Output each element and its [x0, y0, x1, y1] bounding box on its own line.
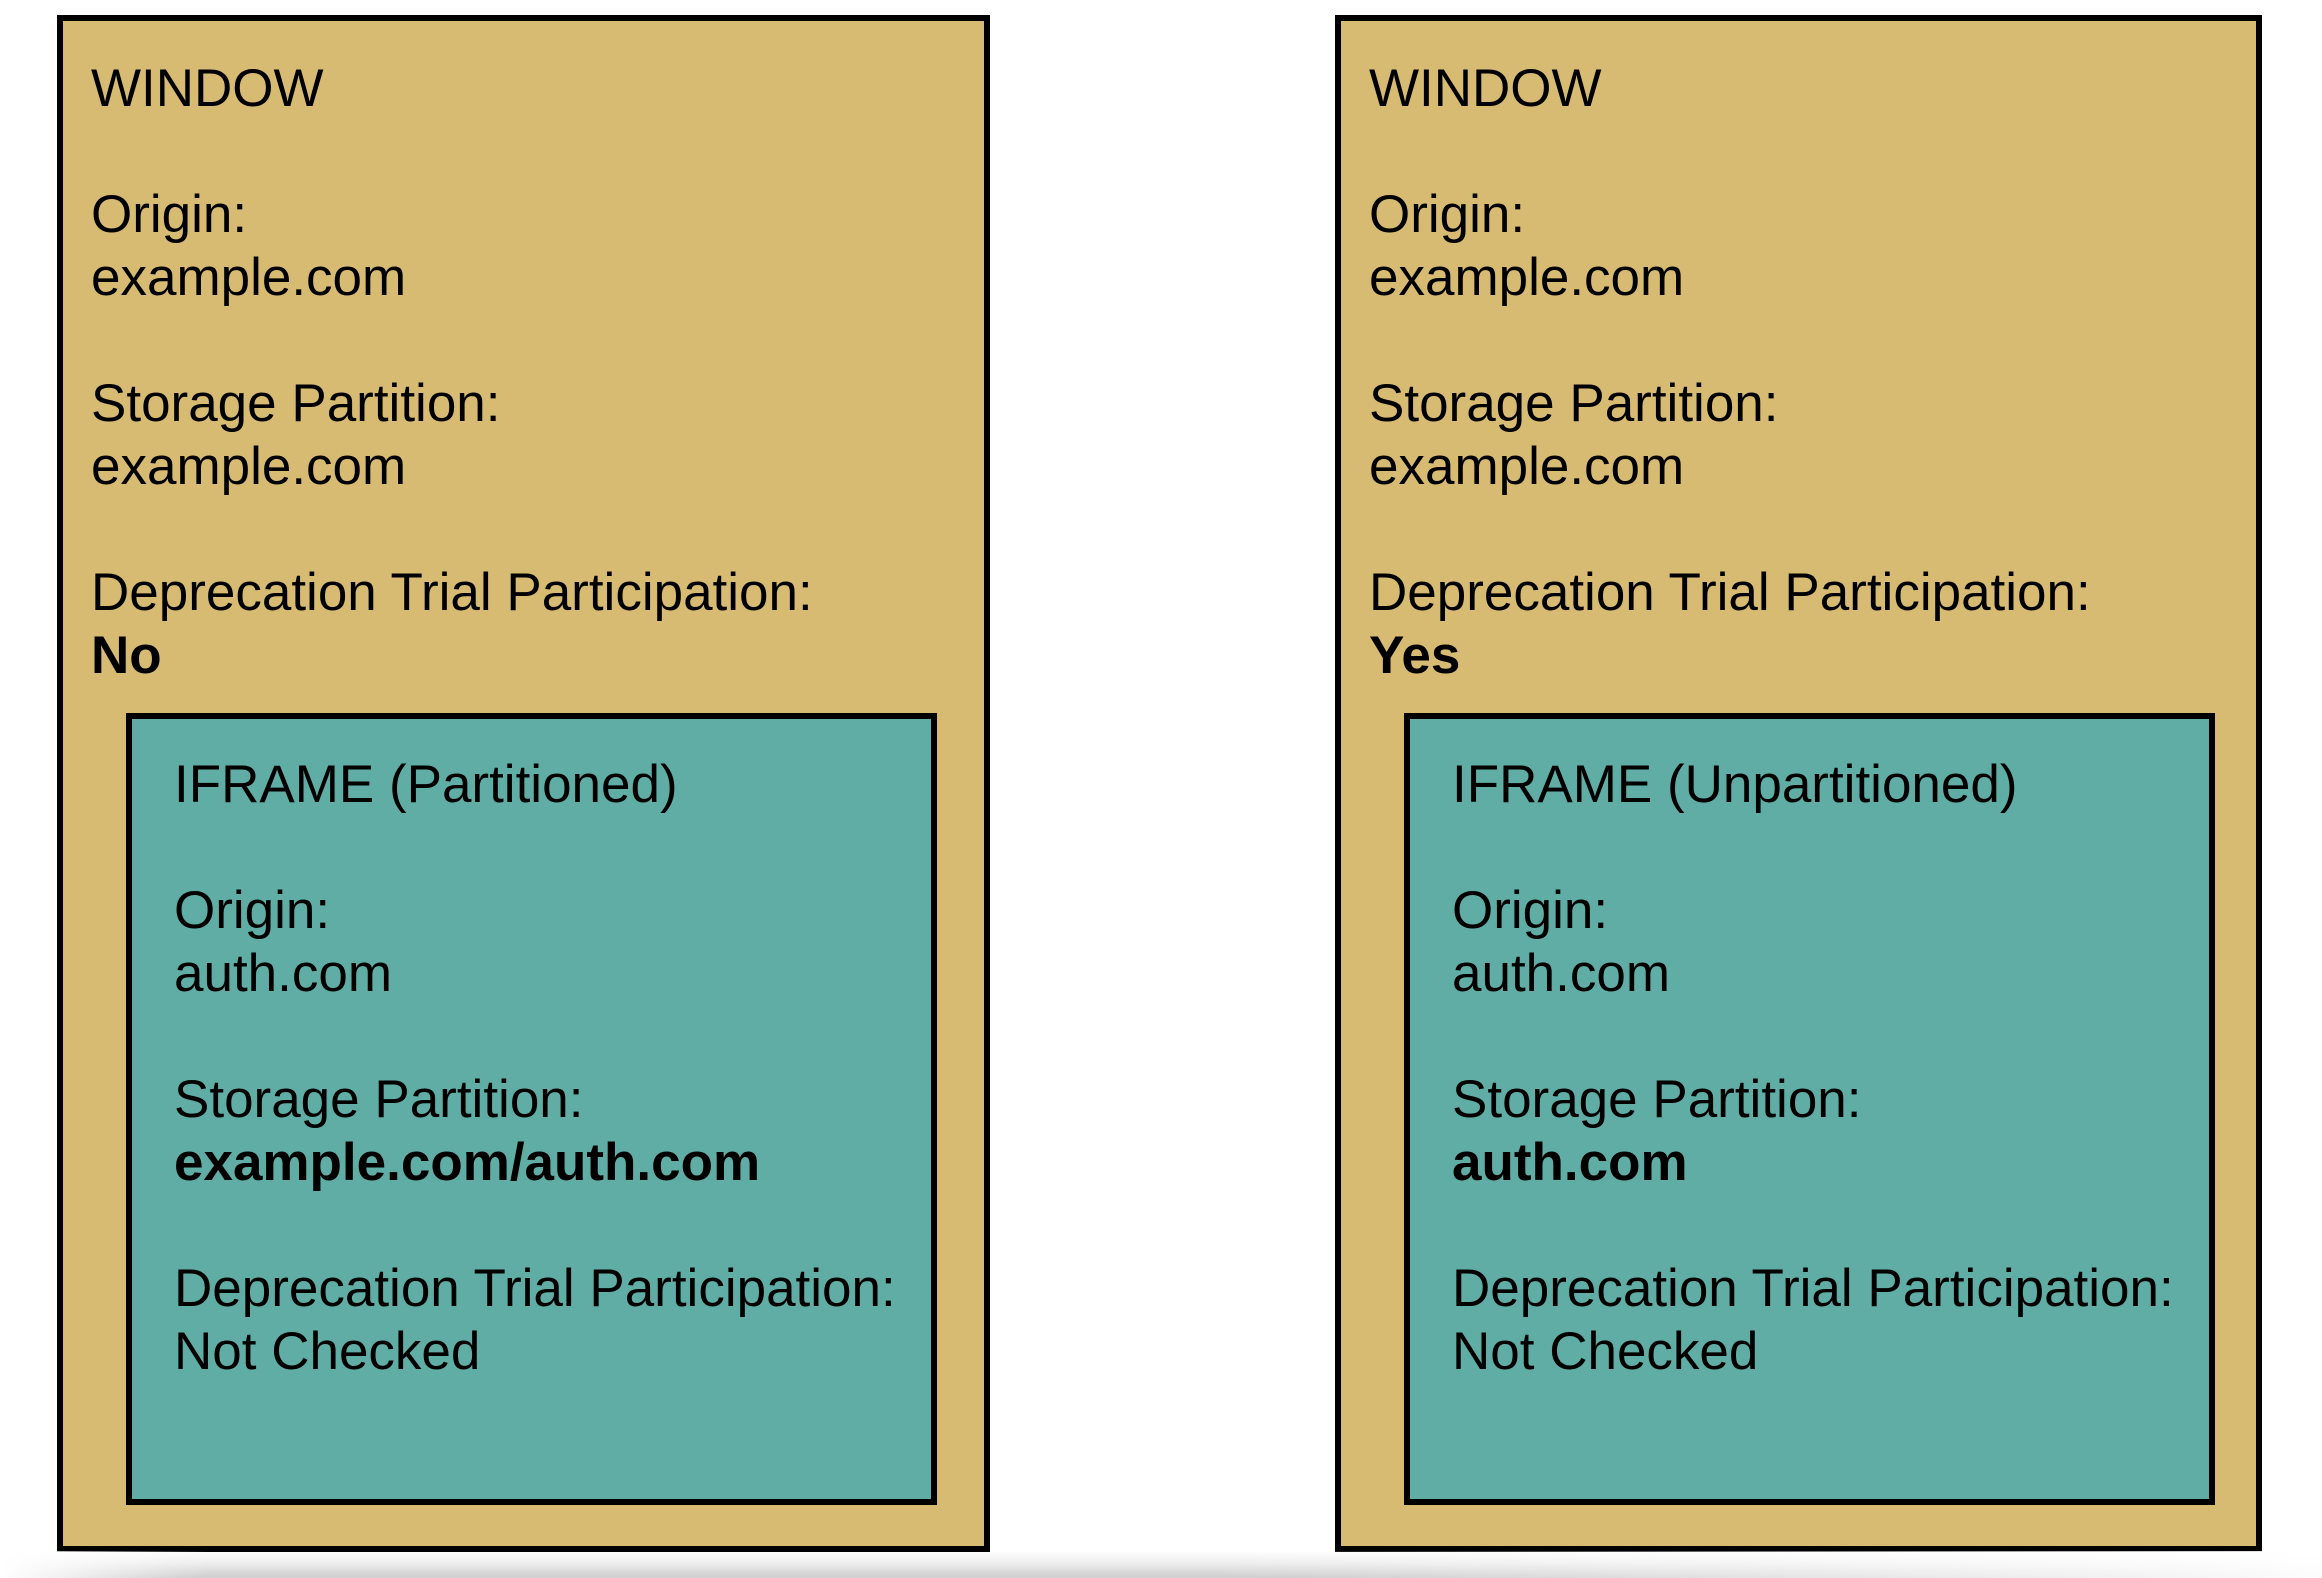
- iframe-content: IFRAME (Unpartitioned) Origin: auth.com …: [1410, 719, 2209, 1383]
- origin-label: Origin:: [91, 185, 248, 244]
- storage-partition-label: Storage Partition:: [174, 1070, 584, 1129]
- storage-partition-field: Storage Partition: example.com: [91, 372, 964, 498]
- window-content: WINDOW Origin: example.com Storage Parti…: [1341, 21, 2256, 687]
- deprecation-trial-field: Deprecation Trial Participation: No: [91, 561, 964, 687]
- storage-partition-label: Storage Partition:: [91, 374, 501, 433]
- iframe-box-partitioned: IFRAME (Partitioned) Origin: auth.com St…: [126, 713, 937, 1505]
- origin-field: Origin: auth.com: [1452, 879, 2189, 1005]
- storage-partition-value: example.com: [1369, 437, 1685, 496]
- deprecation-trial-value: Not Checked: [1452, 1322, 1759, 1381]
- iframe-box-unpartitioned: IFRAME (Unpartitioned) Origin: auth.com …: [1404, 713, 2215, 1505]
- storage-partition-field: Storage Partition: example.com: [1369, 372, 2236, 498]
- window-title: WINDOW: [91, 59, 324, 118]
- iframe-content: IFRAME (Partitioned) Origin: auth.com St…: [132, 719, 931, 1383]
- storage-partition-label: Storage Partition:: [1369, 374, 1779, 433]
- origin-value: auth.com: [1452, 944, 1671, 1003]
- storage-partition-value: example.com: [91, 437, 407, 496]
- deprecation-trial-label: Deprecation Trial Participation:: [174, 1259, 896, 1318]
- storage-partition-label: Storage Partition:: [1452, 1070, 1862, 1129]
- page-bottom-edge-shadow: [0, 1551, 2322, 1578]
- deprecation-trial-field: Deprecation Trial Participation: Yes: [1369, 561, 2236, 687]
- deprecation-trial-field: Deprecation Trial Participation: Not Che…: [174, 1257, 911, 1383]
- origin-value: example.com: [91, 248, 407, 307]
- storage-partition-value: auth.com: [1452, 1133, 1688, 1192]
- origin-label: Origin:: [174, 881, 331, 940]
- storage-partition-value: example.com/auth.com: [174, 1133, 761, 1192]
- origin-label: Origin:: [1369, 185, 1526, 244]
- deprecation-trial-label: Deprecation Trial Participation:: [91, 563, 813, 622]
- iframe-title: IFRAME (Partitioned): [174, 755, 678, 814]
- window-box-with-trial: WINDOW Origin: example.com Storage Parti…: [1335, 15, 2262, 1552]
- deprecation-trial-field: Deprecation Trial Participation: Not Che…: [1452, 1257, 2189, 1383]
- origin-value: example.com: [1369, 248, 1685, 307]
- window-content: WINDOW Origin: example.com Storage Parti…: [63, 21, 984, 687]
- origin-field: Origin: auth.com: [174, 879, 911, 1005]
- window-title: WINDOW: [1369, 59, 1602, 118]
- deprecation-trial-label: Deprecation Trial Participation:: [1369, 563, 2091, 622]
- origin-label: Origin:: [1452, 881, 1609, 940]
- iframe-title: IFRAME (Unpartitioned): [1452, 755, 2018, 814]
- deprecation-trial-value: Yes: [1369, 626, 1461, 685]
- deprecation-trial-value: Not Checked: [174, 1322, 481, 1381]
- origin-field: Origin: example.com: [1369, 183, 2236, 309]
- deprecation-trial-value: No: [91, 626, 162, 685]
- origin-value: auth.com: [174, 944, 393, 1003]
- storage-partition-field: Storage Partition: example.com/auth.com: [174, 1068, 911, 1194]
- window-box-no-trial: WINDOW Origin: example.com Storage Parti…: [57, 15, 990, 1552]
- deprecation-trial-label: Deprecation Trial Participation:: [1452, 1259, 2174, 1318]
- origin-field: Origin: example.com: [91, 183, 964, 309]
- storage-partition-field: Storage Partition: auth.com: [1452, 1068, 2189, 1194]
